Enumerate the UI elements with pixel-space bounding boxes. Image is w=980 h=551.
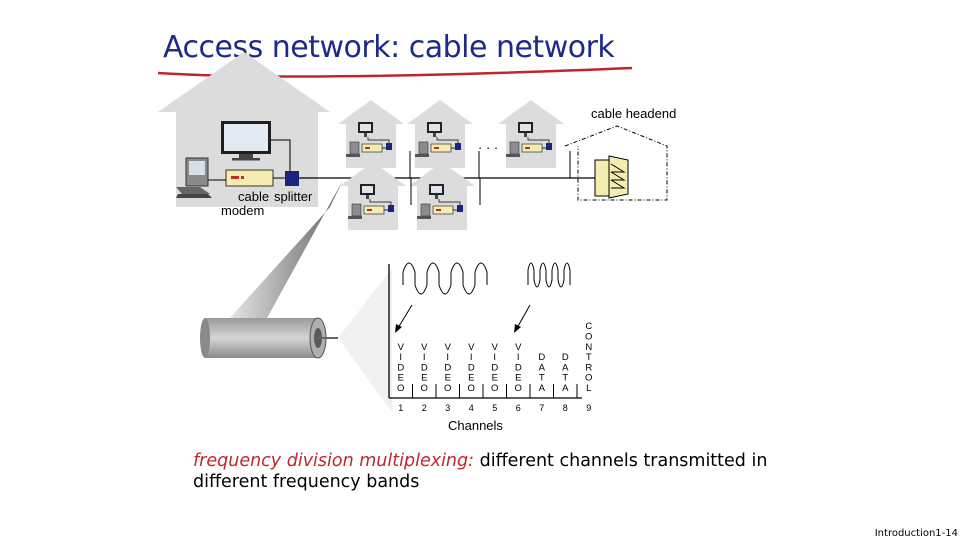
channel-number: 1 — [398, 403, 403, 413]
neighbor-house — [408, 161, 476, 231]
splitter-box — [285, 171, 299, 186]
channel-letter: D — [562, 352, 569, 363]
splitter-label: splitter — [274, 189, 313, 204]
channel-letter: E — [468, 373, 474, 384]
cable-headend-label: cable headend — [591, 106, 676, 121]
channel-letter: R — [585, 362, 592, 373]
channel-number: 6 — [516, 403, 521, 413]
channel-letter: E — [492, 373, 498, 384]
channel-letter: O — [468, 383, 475, 394]
caption: frequency division multiplexing: differe… — [193, 451, 813, 493]
channel-letter: V — [445, 342, 452, 353]
neighbor-house — [339, 161, 407, 231]
home-house — [158, 52, 330, 207]
channel-letter: A — [539, 362, 546, 373]
channel-letter: I — [446, 352, 449, 363]
channel-letter: I — [423, 352, 426, 363]
channel-number: 2 — [422, 403, 427, 413]
frequency-chart: VIDEO1VIDEO2VIDEO3VIDEO4VIDEO5VIDEO6DATA… — [388, 262, 592, 413]
channel-number: 5 — [492, 403, 497, 413]
channel-letter: I — [470, 352, 473, 363]
channel-number: 9 — [586, 403, 591, 413]
channel-letter: T — [562, 373, 568, 384]
channel-letter: E — [445, 373, 451, 384]
cable-modem-label: cable — [238, 189, 269, 204]
channel-letter: O — [585, 332, 592, 343]
channel-letter: D — [444, 362, 451, 373]
channel-letter: I — [493, 352, 496, 363]
channel-letter: O — [421, 383, 428, 394]
channel-letter: N — [585, 342, 592, 353]
pointer-arrow — [397, 304, 413, 329]
caption-emphasis: frequency division multiplexing: — [193, 451, 475, 471]
channel-letter: V — [398, 342, 405, 353]
channel-letter: I — [517, 352, 520, 363]
neighbor-house — [337, 99, 405, 169]
cable-headend — [564, 125, 668, 201]
pointer-arrow — [516, 304, 531, 329]
channel-letter: D — [538, 352, 545, 363]
channel-letter: A — [562, 362, 569, 373]
channel-letter: E — [421, 373, 427, 384]
channel-number: 4 — [469, 403, 474, 413]
channel-letter: D — [515, 362, 522, 373]
channel-letter: A — [539, 383, 546, 394]
neighbor-house — [406, 99, 474, 169]
channel-letter: O — [515, 383, 522, 394]
low-freq-wave — [402, 262, 488, 295]
zoom-cone — [228, 180, 343, 338]
high-freq-wave — [527, 262, 571, 288]
channel-letter: V — [515, 342, 522, 353]
channel-letter: I — [399, 352, 402, 363]
channel-letter: O — [585, 373, 592, 384]
channel-letter: T — [586, 352, 592, 363]
channel-number: 3 — [445, 403, 450, 413]
channel-letter: D — [468, 362, 475, 373]
cable-modem-label: modem — [221, 203, 264, 218]
channel-letter: V — [421, 342, 428, 353]
channel-letter: E — [515, 373, 521, 384]
channel-letter: E — [398, 373, 404, 384]
channel-letter: O — [491, 383, 498, 394]
channel-letter: O — [397, 383, 404, 394]
ellipsis-label: · · · — [478, 140, 498, 155]
channel-letter: O — [444, 383, 451, 394]
channel-letter: C — [585, 321, 592, 332]
channel-letter: V — [492, 342, 499, 353]
coax-cable — [200, 268, 392, 412]
channel-letter: D — [397, 362, 404, 373]
channel-letter: L — [586, 383, 591, 394]
channels-axis-label: Channels — [448, 418, 503, 433]
neighbor-house — [497, 99, 565, 169]
channel-letter: T — [539, 373, 545, 384]
channel-letter: A — [562, 383, 569, 394]
channel-number: 8 — [563, 403, 568, 413]
channel-number: 7 — [539, 403, 544, 413]
caption-text: different channels transmitted in differ… — [193, 451, 768, 492]
channel-letter: V — [468, 342, 475, 353]
title-underline — [157, 66, 633, 78]
channel-letter: D — [421, 362, 428, 373]
slide-footer: Introduction1-14 — [874, 528, 958, 539]
channel-letter: D — [491, 362, 498, 373]
